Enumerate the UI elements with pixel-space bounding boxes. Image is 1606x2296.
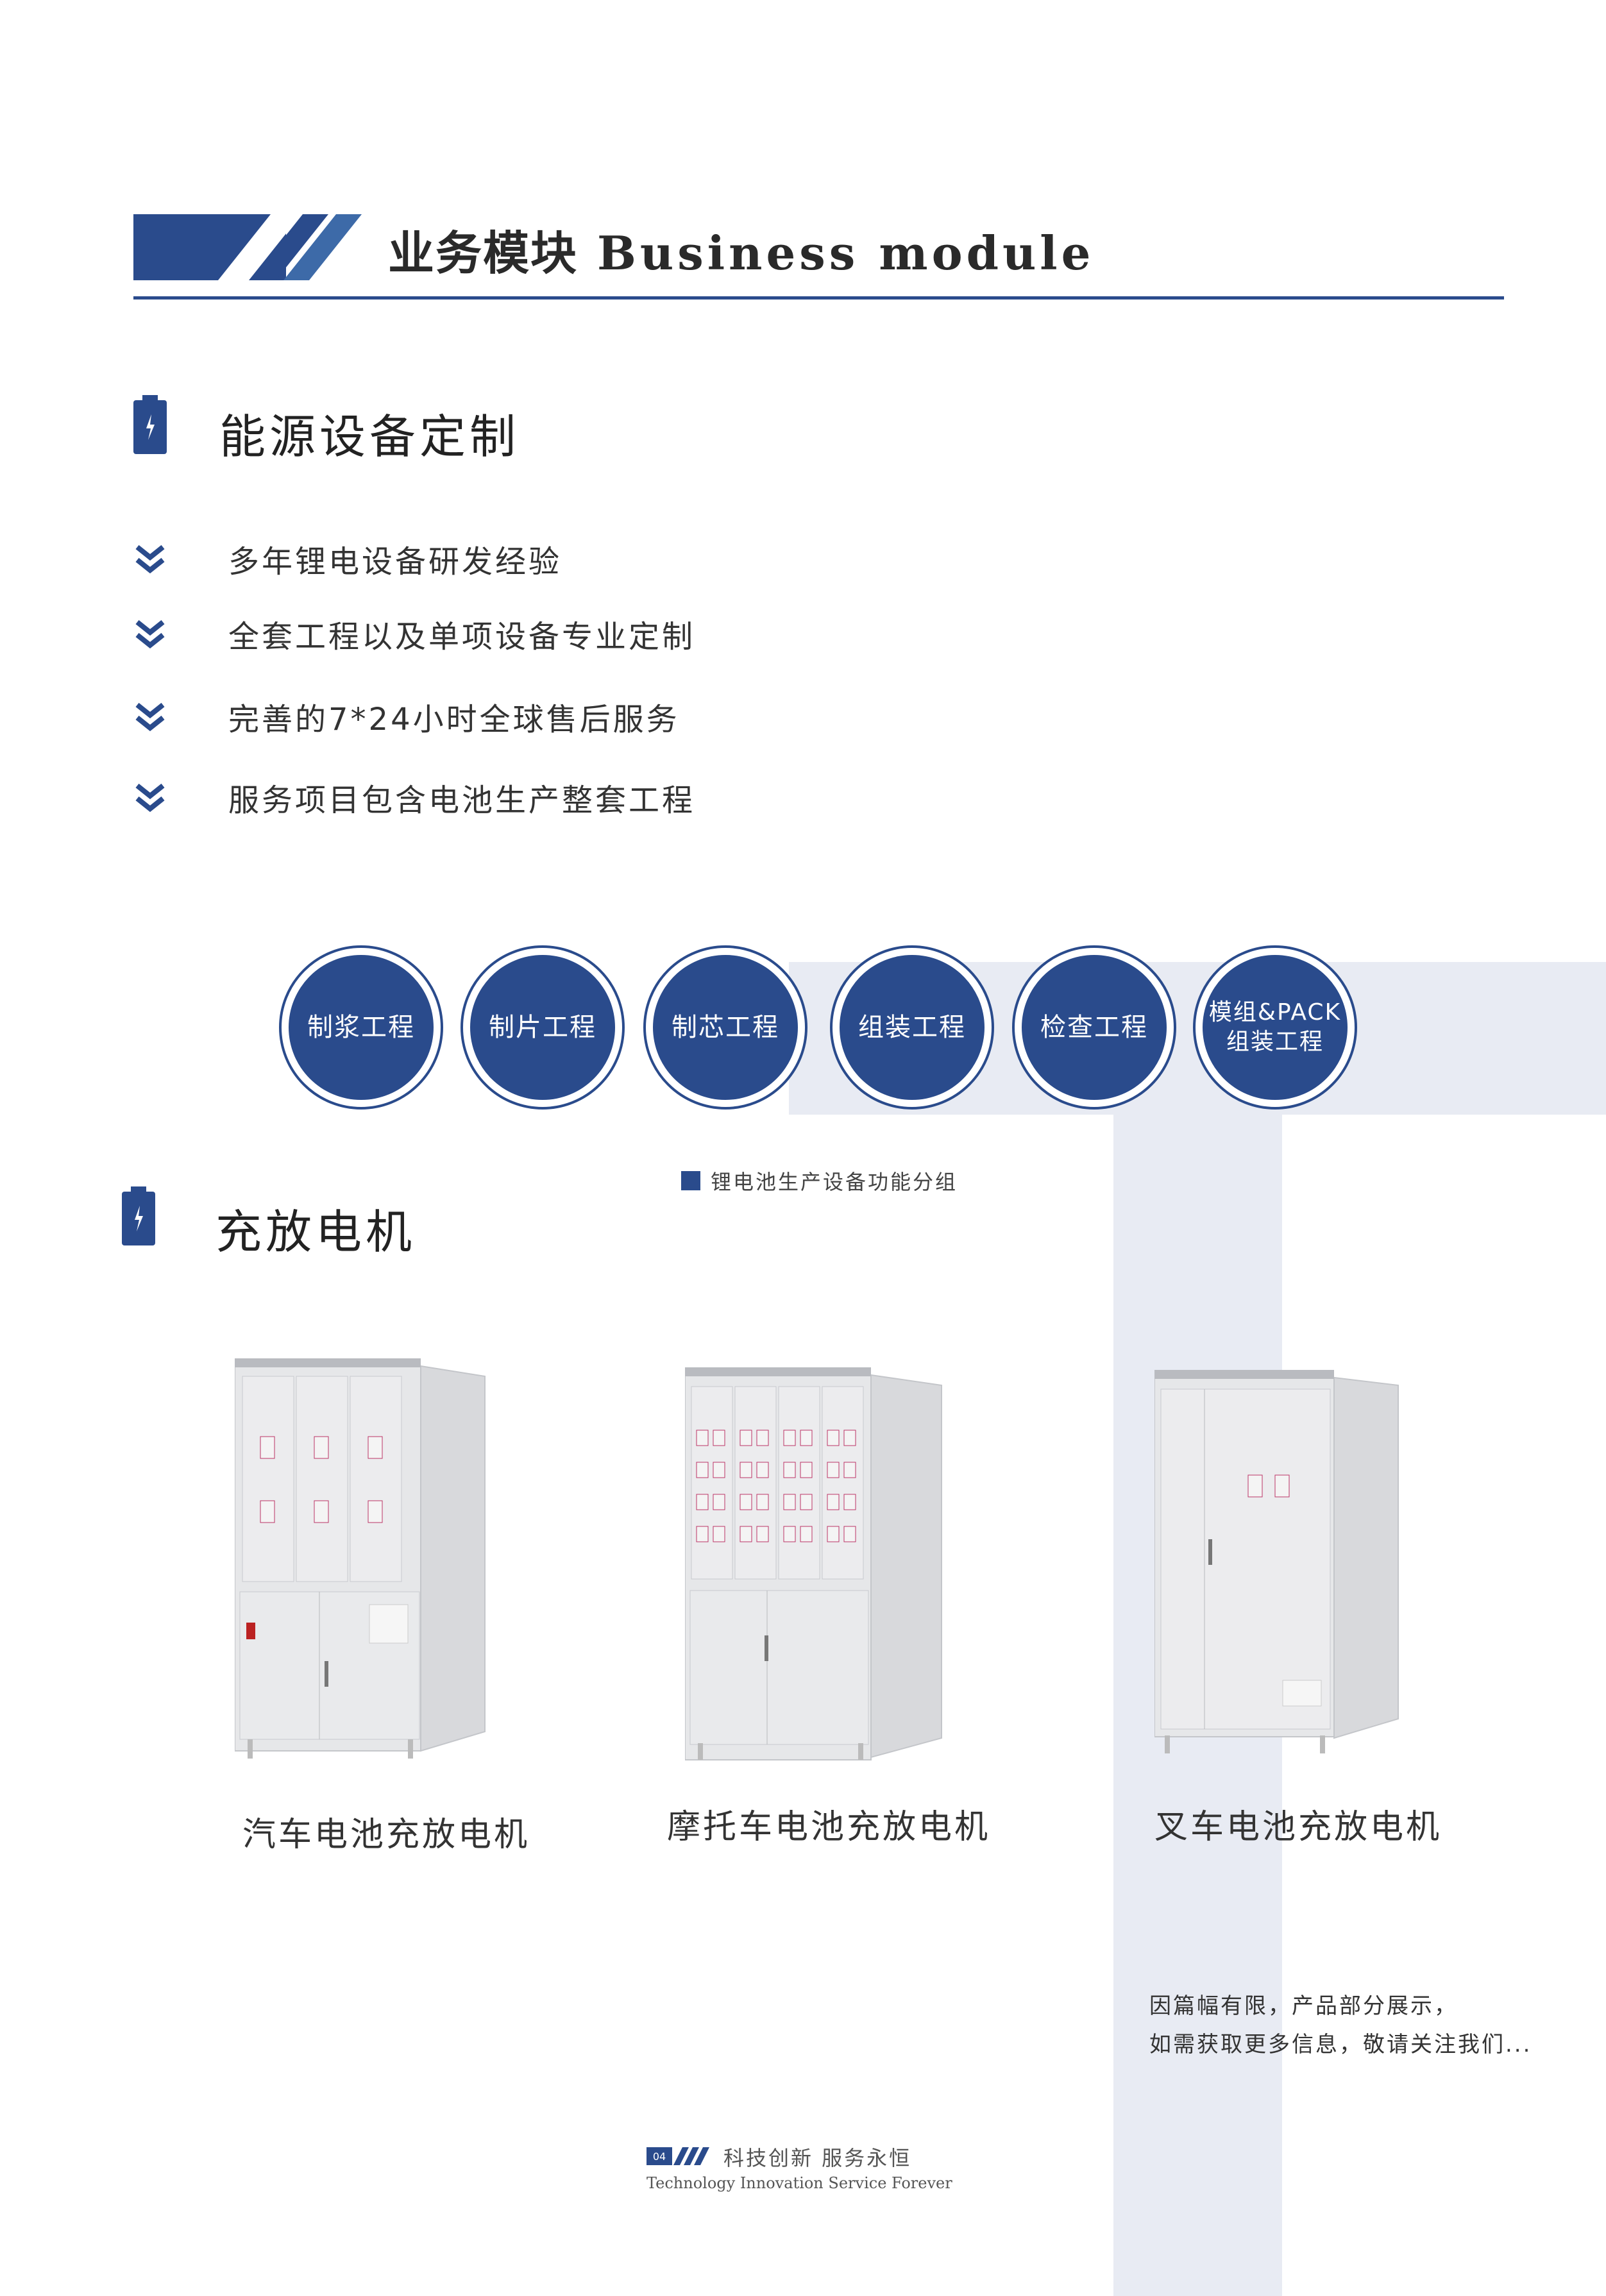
process-label: 制片工程 — [470, 955, 615, 1100]
process-circle: 制芯工程 — [643, 945, 807, 1110]
footer-slogan-en: Technology Innovation Service Forever — [647, 2174, 952, 2192]
process-circle: 检查工程 — [1012, 945, 1176, 1110]
process-label: 检查工程 — [1022, 955, 1167, 1100]
bullet-item: 服务项目包含电池生产整套工程 — [133, 775, 695, 820]
note-line: 因篇幅有限，产品部分展示， — [1149, 1993, 1458, 2019]
process-label: 制浆工程 — [289, 955, 434, 1100]
motorcycle-charger-cabinet-image — [685, 1367, 942, 1760]
double-chevron-icon — [135, 620, 165, 649]
product-label: 摩托车电池充放电机 — [667, 1808, 991, 1846]
footer-slogan-cn: 科技创新 服务永恒 — [723, 2146, 912, 2170]
car-charger-cabinet-image — [235, 1358, 486, 1759]
bullet-text: 全套工程以及单项设备专业定制 — [228, 619, 696, 655]
page-number: 04 — [647, 2147, 672, 2165]
process-circle: 组装工程 — [830, 945, 994, 1110]
bullet-item: 全套工程以及单项设备专业定制 — [133, 611, 695, 656]
process-label: 制芯工程 — [653, 955, 798, 1100]
process-label: 组装工程 — [840, 955, 985, 1100]
square-bullet-icon — [681, 1171, 700, 1190]
battery-icon — [133, 395, 167, 454]
bullet-text: 多年锂电设备研发经验 — [228, 544, 562, 580]
double-chevron-icon — [135, 544, 165, 574]
bullet-item: 多年锂电设备研发经验 — [133, 536, 562, 581]
bullet-text: 完善的7*24小时全球售后服务 — [228, 702, 680, 738]
forklift-charger-cabinet-image — [1154, 1370, 1399, 1753]
double-chevron-icon — [135, 702, 165, 732]
bullet-text: 服务项目包含电池生产整套工程 — [228, 782, 696, 818]
header-stripes-icon — [218, 214, 362, 280]
page-title-cn: 业务模块 — [388, 226, 579, 280]
process-caption: 锂电池生产设备功能分组 — [681, 1166, 958, 1195]
page-title-en: Business module — [597, 226, 1095, 280]
process-circle: 制浆工程 — [279, 945, 443, 1110]
product-label: 汽车电池充放电机 — [242, 1816, 530, 1854]
battery-icon — [122, 1186, 155, 1245]
double-chevron-icon — [135, 783, 165, 813]
bullet-item: 完善的7*24小时全球售后服务 — [133, 694, 680, 739]
header-divider — [133, 296, 1504, 300]
product-label: 叉车电池充放电机 — [1154, 1808, 1442, 1846]
note-line: 如需获取更多信息，敬请关注我们... — [1149, 2032, 1532, 2057]
process-circle: 制片工程 — [461, 945, 625, 1110]
section-title-charger: 充放电机 — [216, 1205, 416, 1259]
section-title-energy-equipment: 能源设备定制 — [219, 410, 520, 464]
footer-stripes-icon — [673, 2147, 709, 2165]
page-title: 业务模块 Business module — [388, 215, 1094, 283]
